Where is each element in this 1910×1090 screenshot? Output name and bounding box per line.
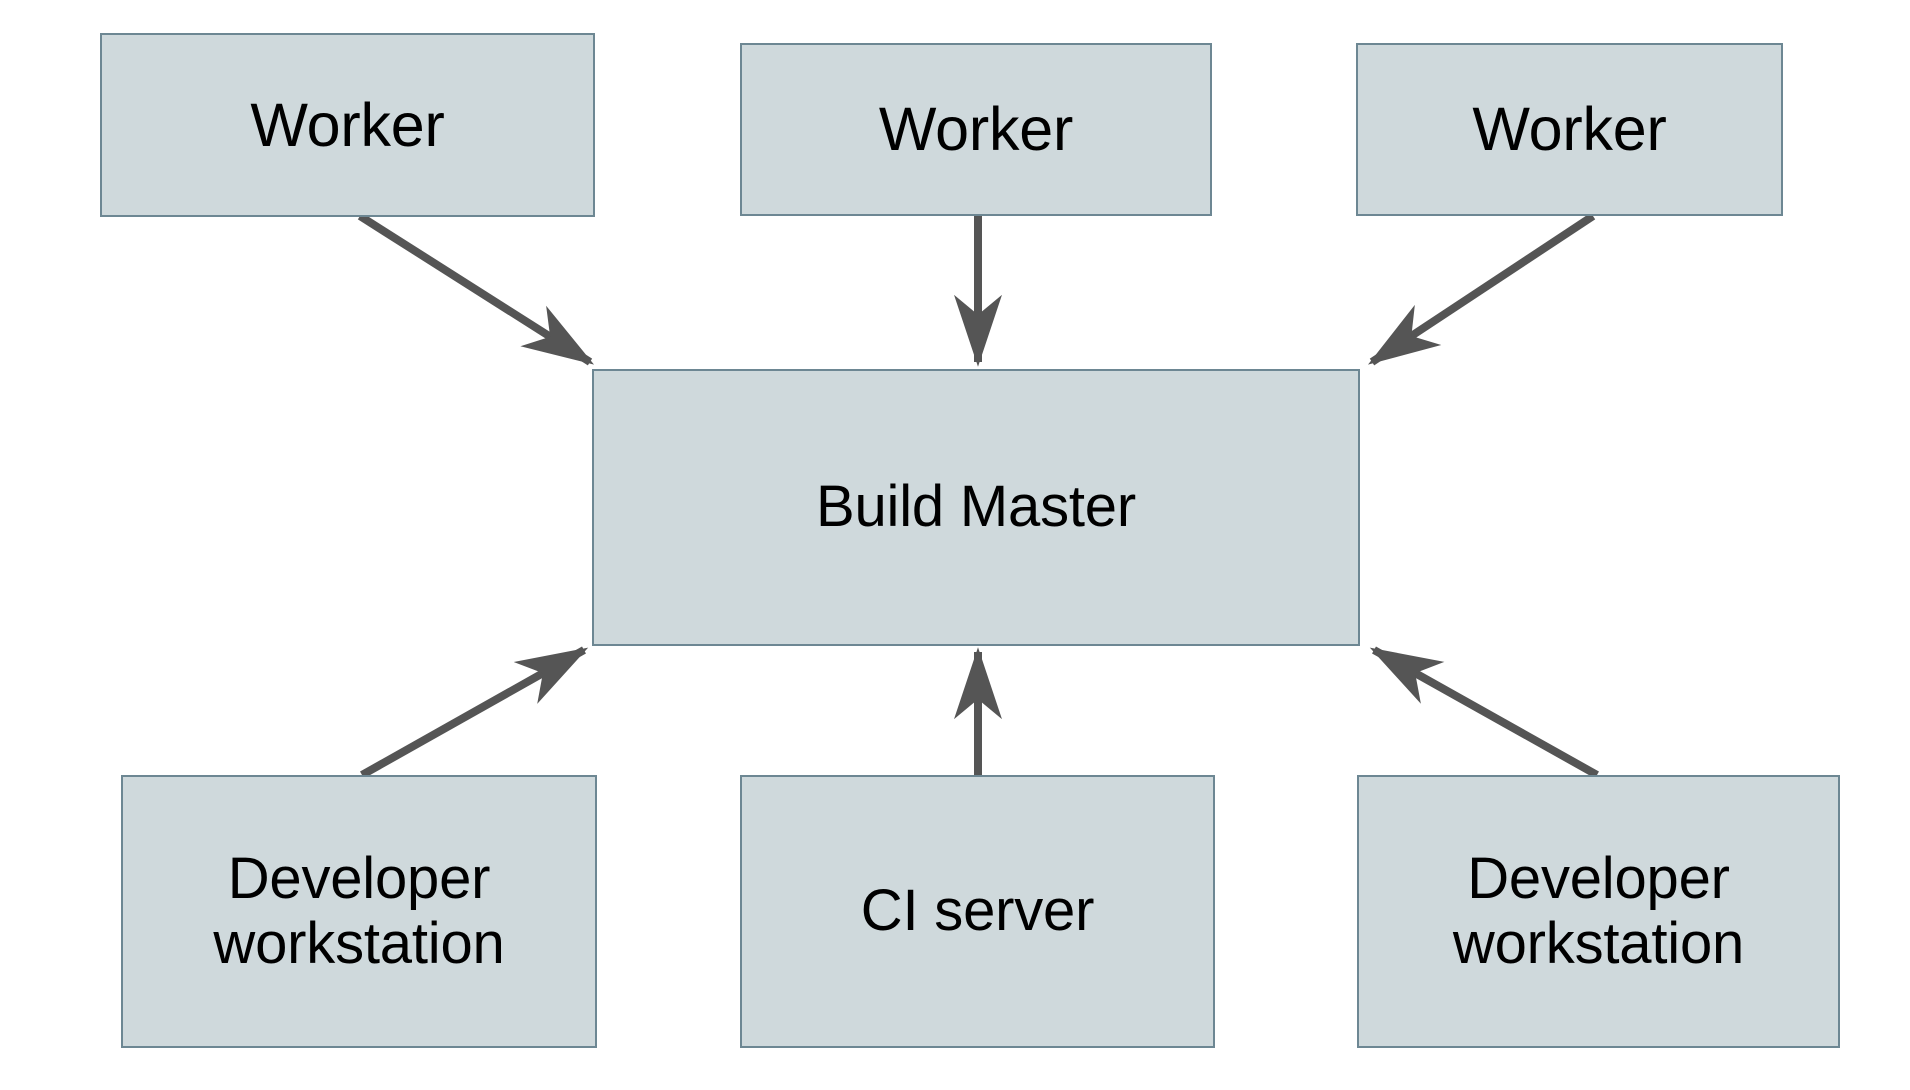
node-ci-server[interactable]: CI server	[740, 775, 1215, 1048]
node-developer-workstation-left-label: Developer workstation	[213, 845, 505, 976]
node-worker-1[interactable]: Worker	[100, 33, 595, 217]
edge-devleft-to-master	[360, 646, 589, 779]
node-build-master-label: Build Master	[816, 474, 1136, 540]
node-ci-server-label: CI server	[860, 878, 1095, 944]
edge-worker3-to-master	[1367, 212, 1596, 366]
node-developer-workstation-left[interactable]: Developer workstation	[121, 775, 597, 1048]
node-developer-workstation-right[interactable]: Developer workstation	[1357, 775, 1840, 1048]
node-worker-2-label: Worker	[878, 95, 1074, 164]
edge-devright-to-master	[1369, 646, 1599, 779]
node-build-master[interactable]: Build Master	[592, 369, 1360, 646]
node-worker-3-label: Worker	[1472, 95, 1667, 164]
node-worker-2[interactable]: Worker	[740, 43, 1212, 216]
node-developer-workstation-right-label: Developer workstation	[1452, 845, 1745, 976]
edge-worker1-to-master	[357, 212, 595, 366]
node-worker-1-label: Worker	[250, 90, 445, 159]
node-worker-3[interactable]: Worker	[1356, 43, 1783, 216]
